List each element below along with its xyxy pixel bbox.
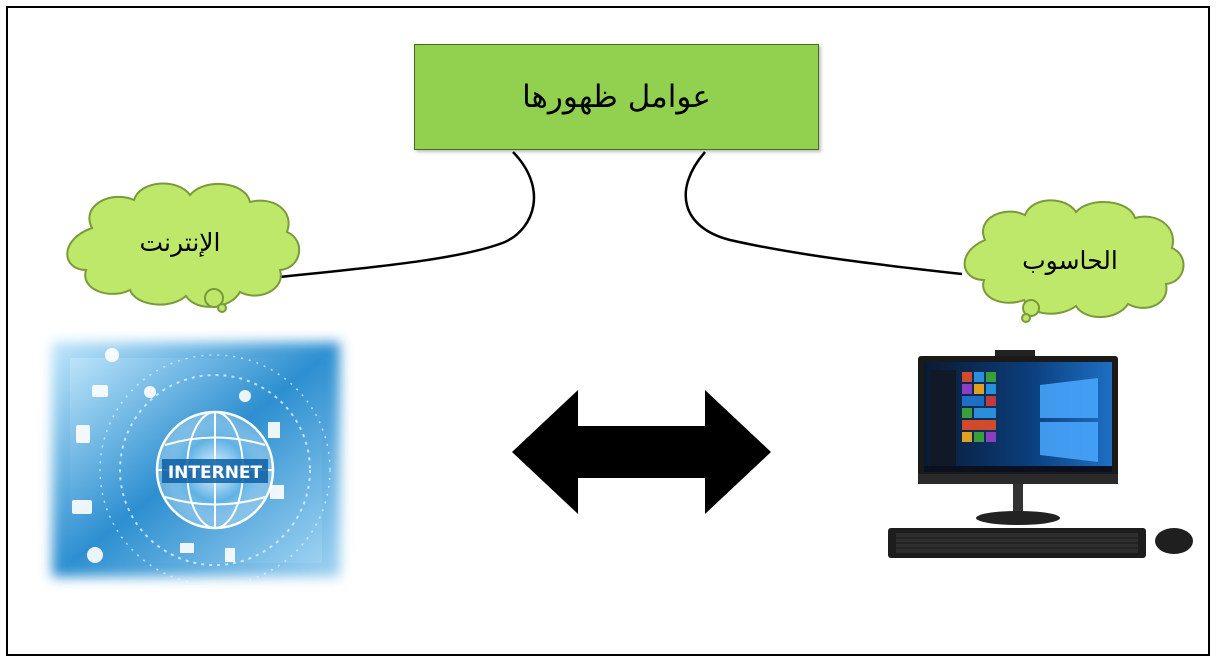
connector-right xyxy=(684,151,963,276)
start-tiles xyxy=(930,370,996,466)
cloud-computer-label: الحاسوب xyxy=(1022,246,1118,275)
title-text: عوامل ظهورها xyxy=(522,79,711,115)
computer-image xyxy=(888,350,1193,558)
cloud-internet-label: الإنترنت xyxy=(139,228,221,257)
title-box: عوامل ظهورها xyxy=(414,44,819,150)
double-headed-arrow xyxy=(512,390,771,514)
cloud-computer xyxy=(963,199,1185,323)
mouse xyxy=(1155,528,1193,554)
internet-icons xyxy=(72,348,284,563)
cloud-internet xyxy=(66,182,301,313)
connector-left xyxy=(251,151,536,282)
keyboard xyxy=(888,528,1146,558)
internet-image-text: INTERNET xyxy=(168,463,263,483)
internet-image: INTERNET xyxy=(52,342,340,586)
